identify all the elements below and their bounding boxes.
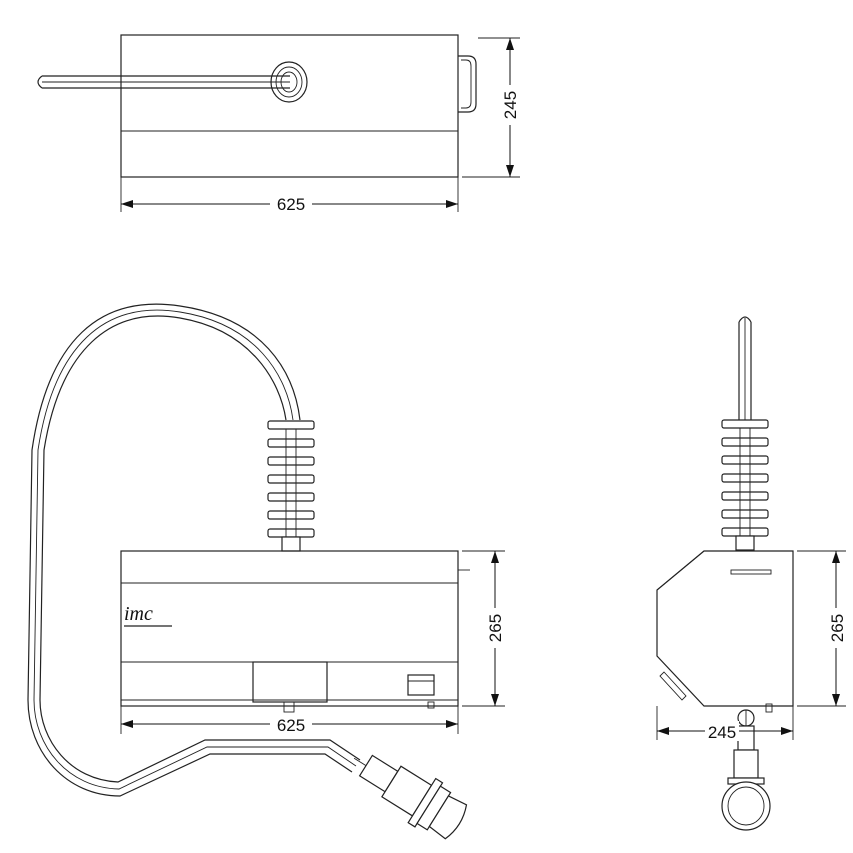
top-view: 245 625 [37,34,520,214]
front-view-indicator [407,674,435,696]
top-view-housing [120,34,459,178]
dim-side-height-label: 265 [828,614,847,642]
dim-top-width: 625 [120,177,459,214]
dim-front-width: 625 [120,706,459,735]
dim-top-depth-label: 245 [501,91,520,119]
front-view-cable [27,303,361,797]
top-view-cable [37,75,290,89]
front-view: imc 265 625 [27,303,505,840]
front-view-guide-rings [267,420,315,552]
front-view-housing [120,550,459,707]
dim-front-width-label: 625 [277,716,305,735]
side-view-housing [656,550,794,707]
side-view-cable [738,316,752,420]
dim-top-depth: 245 [462,37,520,178]
side-view-slot [730,569,772,575]
dim-side-height: 265 [797,550,848,707]
dim-front-height-label: 265 [486,614,505,642]
side-view: 265 245 [656,316,848,831]
top-view-cable-gland [270,61,308,103]
dim-front-height: 265 [462,550,505,707]
front-view-center-panel [252,661,328,703]
front-view-plug [353,754,468,840]
dim-top-width-label: 625 [277,195,305,214]
side-view-guide-rings [721,419,769,551]
brand-logo: imc [124,603,153,625]
top-view-bracket [458,55,477,113]
dim-side-width: 245 [656,706,794,742]
dim-side-width-label: 245 [708,723,736,742]
